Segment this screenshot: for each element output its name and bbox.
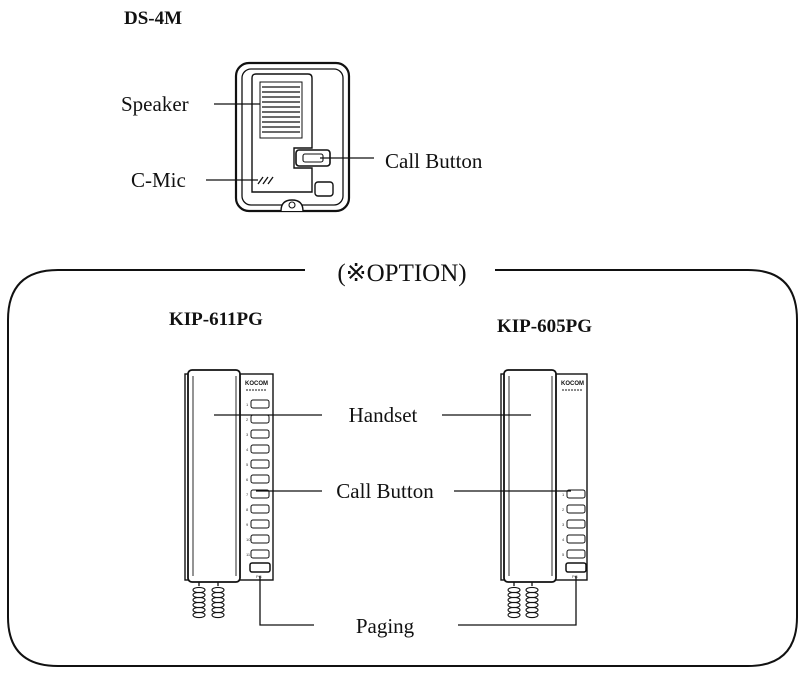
svg-text:4: 4: [246, 447, 249, 452]
kip605pg-pg-label: PG: [572, 574, 578, 579]
svg-text:5: 5: [246, 462, 249, 467]
model-right-title: KIP-605PG: [497, 316, 592, 337]
kip611pg-paging-button: [249, 562, 271, 573]
ds4m-title: DS-4M: [124, 8, 182, 29]
kip611pg-coiled-cord-icon: [192, 582, 225, 619]
kip611pg-handset: [187, 369, 241, 583]
svg-text:10: 10: [246, 537, 251, 542]
mic-holes-icon: [257, 176, 274, 185]
handset-label: Handset: [349, 403, 418, 427]
option-frame: [7, 269, 798, 667]
svg-text:6: 6: [246, 477, 249, 482]
kip611pg-brand: KOCOM: [245, 381, 268, 387]
svg-text:9: 9: [246, 522, 249, 527]
svg-text:1: 1: [562, 492, 565, 497]
kip605pg-handset: [503, 369, 557, 583]
svg-text:8: 8: [246, 507, 249, 512]
ds4m-door-station: [234, 61, 351, 213]
svg-text:2: 2: [562, 507, 565, 512]
call-button-label: Call Button: [385, 149, 483, 173]
mic-label: C-Mic: [131, 168, 186, 192]
kip605pg-coiled-cord-icon: [507, 582, 539, 619]
svg-text:2: 2: [246, 417, 249, 422]
svg-text:1: 1: [246, 402, 249, 407]
svg-text:5: 5: [562, 552, 565, 557]
svg-text:7: 7: [246, 492, 249, 497]
model-left-title: KIP-611PG: [169, 309, 263, 330]
option-call-button-label: Call Button: [336, 479, 434, 503]
paging-label: Paging: [356, 614, 415, 638]
speaker-grille: [259, 81, 303, 139]
kip605pg-paging-button: [565, 562, 587, 573]
kip605pg-brand: KOCOM: [561, 381, 584, 387]
speaker-label: Speaker: [121, 92, 189, 116]
kip605pg-call-buttons: 1 2 3 4 5: [562, 489, 586, 559]
ds4m-faceplate: [251, 73, 313, 193]
svg-text:3: 3: [246, 432, 249, 437]
svg-text:3: 3: [562, 522, 565, 527]
svg-text:4: 4: [562, 537, 565, 542]
svg-text:11: 11: [246, 552, 251, 557]
kip611pg-unit: KOCOM 1 2 3 4 5 6 7 8 9 10 11 PG: [184, 369, 274, 619]
option-title: (※OPTION): [337, 260, 466, 287]
kip611pg-pg-label: PG: [256, 574, 262, 579]
kip611pg-call-buttons: 1 2 3 4 5 6 7 8 9 10 11: [246, 399, 270, 559]
kip605pg-unit: KOCOM 1 2 3 4 5 PG: [500, 369, 588, 619]
ds4m-small-button: [314, 181, 334, 197]
